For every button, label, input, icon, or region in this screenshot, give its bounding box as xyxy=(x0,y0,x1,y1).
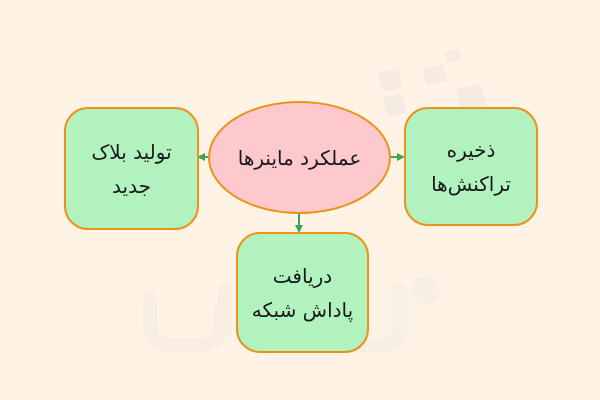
node-store-transactions: ذخیره تراکنش‌ها xyxy=(404,107,538,226)
center-node-label: عملکرد ماینرها xyxy=(237,145,362,170)
node-bottom-label: دریافت پاداش شبکه xyxy=(251,263,354,322)
node-receive-network-reward: دریافت پاداش شبکه xyxy=(236,232,369,353)
node-new-block-generation: تولید بلاک جدید xyxy=(64,107,199,230)
node-right-label: ذخیره تراکنش‌ها xyxy=(431,137,511,196)
center-node-miners-performance: عملکرد ماینرها xyxy=(208,101,391,214)
node-left-label: تولید بلاک جدید xyxy=(91,139,172,198)
